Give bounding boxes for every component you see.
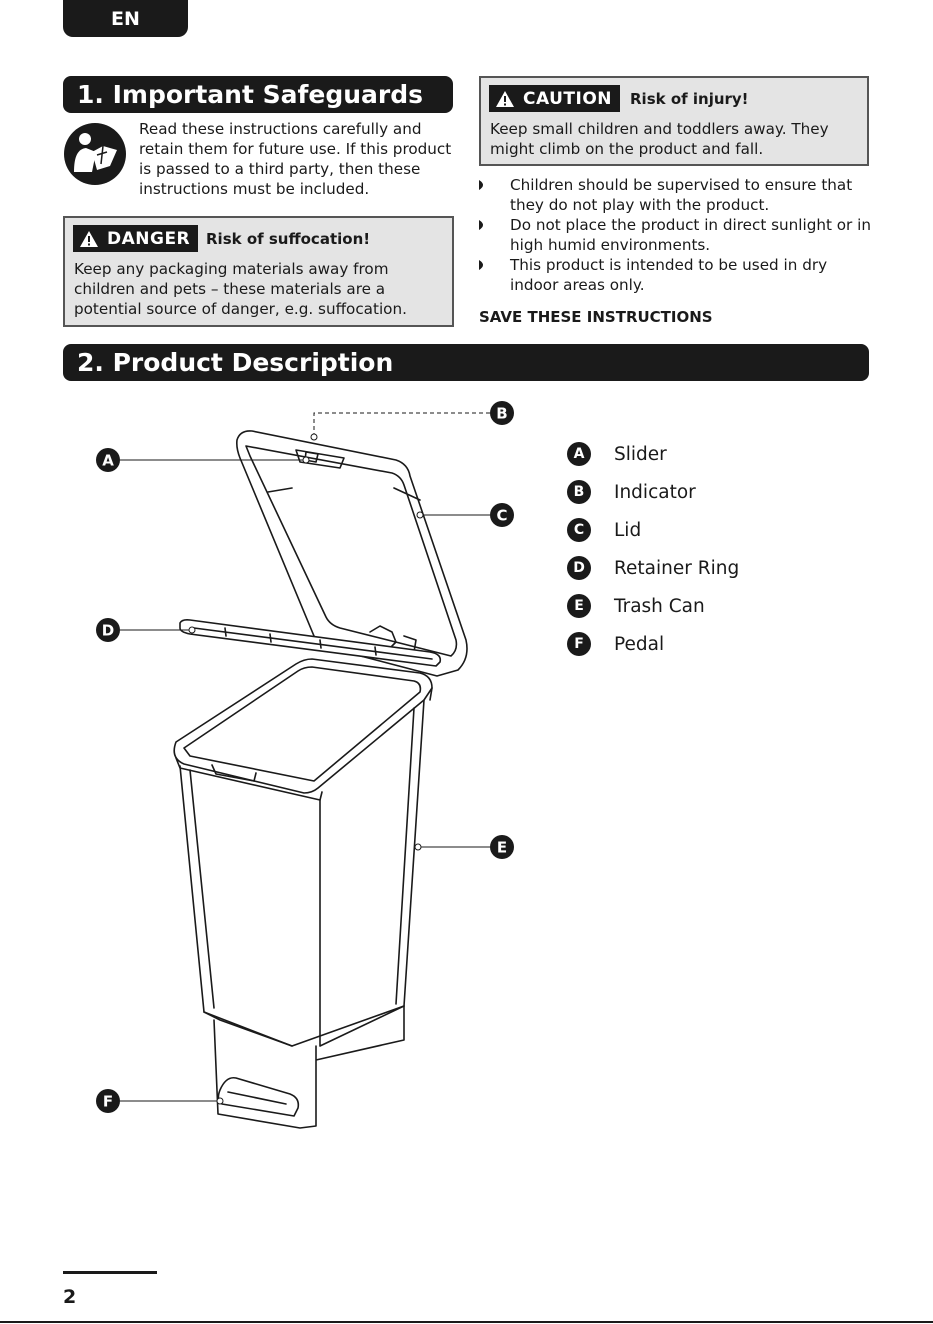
caution-text: Keep small children and toddlers away. T…: [490, 120, 829, 158]
list-item: This product is intended to be used in d…: [479, 255, 874, 295]
legend-letter: F: [567, 632, 591, 656]
footer-divider: [63, 1271, 157, 1274]
legend-item-slider: A Slider: [567, 440, 667, 468]
legend-letter: D: [567, 556, 591, 580]
legend-item-lid: C Lid: [567, 516, 641, 544]
legend-item-retainer-ring: D Retainer Ring: [567, 554, 739, 582]
list-item: Do not place the product in direct sunli…: [479, 215, 874, 255]
legend-label: Pedal: [614, 633, 665, 655]
caution-title: Risk of injury!: [630, 90, 749, 108]
danger-box: DANGER Risk of suffocation! Keep any pac…: [63, 216, 454, 327]
lid-outline: [236, 430, 468, 677]
caution-box: CAUTION Risk of injury! Keep small child…: [479, 76, 869, 166]
svg-text:D: D: [102, 622, 114, 640]
read-instructions-text: Read these instructions carefully and re…: [139, 120, 452, 198]
legend-item-indicator: B Indicator: [567, 478, 696, 506]
svg-text:C: C: [496, 507, 507, 525]
legend-letter: C: [567, 518, 591, 542]
page-bottom-divider: [0, 1321, 933, 1323]
danger-label: DANGER: [107, 228, 191, 249]
danger-title: Risk of suffocation!: [206, 230, 371, 248]
svg-text:E: E: [497, 839, 507, 857]
callout-a: A: [96, 448, 120, 472]
legend-letter: B: [567, 480, 591, 504]
caution-badge: CAUTION: [489, 85, 621, 112]
legend-letter: E: [567, 594, 591, 618]
callout-b: B: [490, 401, 514, 425]
warning-icon: [496, 90, 514, 107]
legend-label: Lid: [614, 519, 642, 541]
danger-badge: DANGER: [73, 225, 199, 252]
danger-text: Keep any packaging materials away from c…: [74, 260, 407, 318]
legend-label: Indicator: [614, 481, 696, 503]
read-manual-icon: [64, 123, 126, 185]
language-tab: EN: [63, 0, 188, 37]
section-title-product-description: 2. Product Description: [63, 344, 869, 381]
save-instructions-note: SAVE THESE INSTRUCTIONS: [479, 308, 713, 326]
svg-text:A: A: [102, 452, 114, 470]
list-item: Children should be supervised to ensure …: [479, 175, 874, 215]
legend-item-pedal: F Pedal: [567, 630, 664, 658]
svg-text:F: F: [103, 1093, 113, 1111]
legend-item-trash-can: E Trash Can: [567, 592, 705, 620]
bullet-icon: [479, 180, 483, 190]
legend-label: Slider: [614, 443, 667, 465]
can-top-outline: [173, 658, 433, 794]
bullet-icon: [479, 220, 483, 230]
caution-label: CAUTION: [523, 88, 613, 109]
callout-d: D: [96, 618, 120, 642]
trash-can-diagram: A B C D E F: [96, 401, 514, 1129]
legend-letter: A: [567, 442, 591, 466]
page-number: 2: [63, 1286, 77, 1308]
callout-c: C: [490, 503, 514, 527]
pedal-outline: [217, 1076, 300, 1117]
legend-label: Retainer Ring: [614, 557, 740, 579]
safety-bullet-list: Children should be supervised to ensure …: [479, 175, 874, 295]
legend-label: Trash Can: [614, 595, 705, 617]
section-title-safeguards: 1. Important Safeguards: [63, 76, 453, 113]
callout-f: F: [96, 1089, 120, 1113]
warning-icon: [80, 230, 98, 247]
callout-e: E: [490, 835, 514, 859]
svg-text:B: B: [496, 405, 507, 423]
bullet-icon: [479, 260, 483, 270]
